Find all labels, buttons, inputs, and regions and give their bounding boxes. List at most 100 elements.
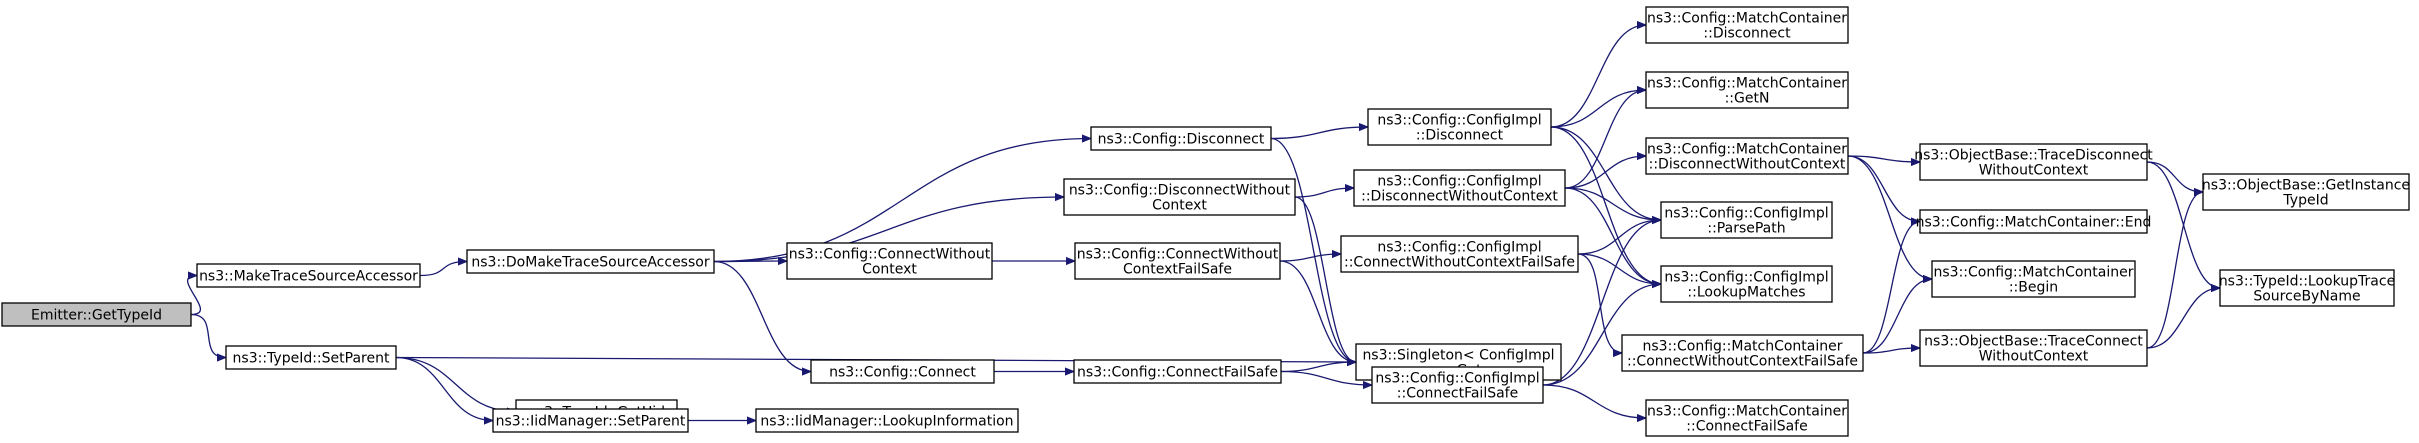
node-matchcontainer-end[interactable]: ns3::Config::MatchContainer::End (1916, 209, 2152, 234)
edge-emitter-gettypeid-to-typeid-setparent (190, 313, 226, 358)
node-label: ::GetN (1725, 91, 1770, 107)
node-box (1353, 169, 1566, 207)
node-box (1371, 366, 1544, 404)
node-configimpl-parsepath[interactable]: ns3::Config::ConfigImpl::ParsePath (1660, 201, 1833, 239)
node-typeid-setparent[interactable]: ns3::TypeId::SetParent (225, 345, 397, 370)
node-box (1931, 260, 2136, 298)
node-label: ::Disconnect (1703, 26, 1791, 42)
node-label: ::ConnectFailSafe (1686, 419, 1807, 435)
node-box (196, 263, 421, 288)
node-label: ns3::Config::Connect (829, 365, 976, 381)
node-matchcontainer-connectfailsafe[interactable]: ns3::Config::MatchContainer::ConnectFail… (1645, 399, 1849, 437)
node-box (492, 408, 689, 433)
node-box (1340, 235, 1579, 273)
node-label: ns3::Config::ConnectWithout (1077, 247, 1279, 263)
node-config-connect[interactable]: ns3::Config::Connect (810, 359, 995, 384)
edge-config-connectwithoutcontextfailsafe-to-configimpl-connectwithoutcontextfailsafe (1279, 254, 1341, 262)
node-label: ns3::Config::MatchContainer (1934, 265, 2134, 281)
node-configimpl-disconnectwithoutcontext[interactable]: ns3::Config::ConfigImpl::DisconnectWitho… (1353, 169, 1566, 207)
node-box (1645, 6, 1849, 44)
edge-domaketracesourceaccessor-to-config-connectwithoutcontext (713, 261, 787, 262)
node-configimpl-lookupmatches[interactable]: ns3::Config::ConfigImpl::LookupMatches (1660, 265, 1833, 303)
node-box (1660, 201, 1833, 239)
node-config-disconnect[interactable]: ns3::Config::Disconnect (1090, 126, 1272, 151)
node-config-connectfailsafe[interactable]: ns3::Config::ConnectFailSafe (1073, 359, 1282, 384)
node-box (2219, 269, 2395, 307)
node-label: ns3::Config::Disconnect (1098, 132, 1265, 148)
edge-configimpl-disconnectwithoutcontext-to-configimpl-parsepath (1564, 187, 1661, 220)
node-config-disconnectwithoutcontext[interactable]: ns3::Config::DisconnectWithoutContext (1063, 178, 1296, 216)
edge-configimpl-disconnect-to-matchcontainer-disconnect (1550, 25, 1646, 128)
edge-configimpl-disconnectwithoutcontext-to-matchcontainer-disconnectwithoutcontext (1564, 156, 1646, 189)
node-matchcontainer-connectwithoutcontextfailsafe[interactable]: ns3::Config::MatchContainer::ConnectWith… (1621, 334, 1864, 372)
node-objectbase-traceconnectwithoutcontext[interactable]: ns3::ObjectBase::TraceConnectWithoutCont… (1919, 329, 2148, 367)
edge-config-disconnect-to-singleton-get (1270, 137, 1357, 363)
edge-configimpl-connectwithoutcontextfailsafe-to-configimpl-lookupmatches (1577, 253, 1661, 284)
node-configimpl-connectfailsafe[interactable]: ns3::Config::ConfigImpl::ConnectFailSafe (1371, 366, 1544, 404)
node-label: WithoutContext (1979, 163, 2089, 179)
node-label: ns3::Config::MatchContainer (1647, 142, 1847, 158)
node-maketracesourceaccessor[interactable]: ns3::MakeTraceSourceAccessor (196, 263, 421, 288)
edge-domaketracesourceaccessor-to-config-connect (713, 260, 811, 372)
node-box (755, 408, 1019, 433)
node-label: ns3::IidManager::SetParent (496, 414, 686, 430)
edge-configimpl-disconnectwithoutcontext-to-configimpl-lookupmatches (1564, 187, 1661, 284)
edge-configimpl-disconnect-to-configimpl-lookupmatches (1550, 126, 1661, 284)
node-box (1660, 265, 1833, 303)
node-domaketracesourceaccessor[interactable]: ns3::DoMakeTraceSourceAccessor (466, 249, 715, 274)
node-box (1367, 108, 1552, 146)
edge-matchcontainer-connectwithoutcontextfailsafe-to-matchcontainer-end (1862, 222, 1921, 354)
node-config-connectwithoutcontext[interactable]: ns3::Config::ConnectWithoutContext (786, 242, 993, 280)
node-iidmanager-setparent[interactable]: ns3::IidManager::SetParent (492, 408, 689, 433)
node-label: ::ConnectWithoutContextFailSafe (1627, 354, 1858, 370)
node-label: ::Disconnect (1416, 128, 1504, 144)
node-emitter-gettypeid[interactable]: Emitter::GetTypeId (1, 302, 192, 327)
edge-objectbase-traceconnectwithoutcontext-to-objectbase-getinstancetypeid (2146, 192, 2204, 349)
edge-configimpl-connectfailsafe-to-matchcontainer-connectfailsafe (1542, 384, 1646, 418)
node-label: ns3::Config::MatchContainer (1647, 404, 1847, 420)
node-box (1073, 359, 1282, 384)
node-label: ns3::Config::MatchContainer::End (1916, 215, 2152, 231)
node-box (1645, 399, 1849, 437)
node-config-connectwithoutcontextfailsafe[interactable]: ns3::Config::ConnectWithoutContextFailSa… (1074, 242, 1281, 280)
node-label: Context (1152, 198, 1207, 214)
edge-config-connectfailsafe-to-configimpl-connectfailsafe (1280, 370, 1372, 386)
edge-domaketracesourceaccessor-to-config-disconnectwithoutcontext (713, 197, 1064, 263)
node-label: ns3::Config::MatchContainer (1647, 11, 1847, 27)
edge-maketracesourceaccessor-to-domaketracesourceaccessor (419, 262, 467, 277)
node-iidmanager-lookupinformation[interactable]: ns3::IidManager::LookupInformation (755, 408, 1019, 433)
node-label: ns3::Config::ConfigImpl (1375, 371, 1539, 387)
node-label: ns3::Config::DisconnectWithout (1069, 183, 1291, 199)
node-label: ::ConnectWithoutContextFailSafe (1344, 255, 1575, 271)
node-matchcontainer-getn[interactable]: ns3::Config::MatchContainer::GetN (1645, 71, 1849, 109)
node-label: TypeId (2282, 193, 2328, 209)
node-label: ns3::Config::ConnectFailSafe (1077, 365, 1278, 381)
node-box (1621, 334, 1864, 372)
node-objectbase-tracedisconnectwithoutcontext[interactable]: ns3::ObjectBase::TraceDisconnectWithoutC… (1914, 143, 2153, 181)
node-label: ns3::Config::ConfigImpl (1377, 174, 1541, 190)
edge-configimpl-connectwithoutcontextfailsafe-to-matchcontainer-connectwithoutcontextfailsafe (1577, 253, 1623, 353)
edge-objectbase-traceconnectwithoutcontext-to-typeid-lookuptracesourcebyname (2146, 288, 2220, 349)
node-label: ns3::ObjectBase::TraceConnect (1924, 334, 2143, 350)
node-configimpl-disconnect[interactable]: ns3::Config::ConfigImpl::Disconnect (1367, 108, 1552, 146)
node-label: ns3::Singleton< ConfigImpl (1362, 348, 1554, 364)
node-label: ::ConnectFailSafe (1397, 386, 1518, 402)
edge-config-disconnectwithoutcontext-to-singleton-get (1294, 196, 1357, 362)
node-matchcontainer-begin[interactable]: ns3::Config::MatchContainer::Begin (1931, 260, 2136, 298)
edge-emitter-gettypeid-to-maketracesourceaccessor (186, 276, 202, 316)
node-label: ns3::Config::MatchContainer (1647, 76, 1847, 92)
node-matchcontainer-disconnect[interactable]: ns3::Config::MatchContainer::Disconnect (1645, 6, 1849, 44)
node-label: WithoutContext (1979, 349, 2089, 365)
edge-matchcontainer-disconnectwithoutcontext-to-matchcontainer-begin (1847, 155, 1932, 279)
node-box (1919, 143, 2148, 181)
edge-configimpl-disconnect-to-matchcontainer-getn (1550, 90, 1646, 128)
node-label: ns3::Config::ConnectWithout (789, 247, 991, 263)
node-matchcontainer-disconnectwithoutcontext[interactable]: ns3::Config::MatchContainer::DisconnectW… (1645, 137, 1849, 175)
node-box (1090, 126, 1272, 151)
node-configimpl-connectwithoutcontextfailsafe[interactable]: ns3::Config::ConfigImpl::ConnectWithoutC… (1340, 235, 1579, 273)
node-box (810, 359, 995, 384)
edge-matchcontainer-disconnectwithoutcontext-to-matchcontainer-end (1847, 155, 1920, 222)
node-box (466, 249, 715, 274)
